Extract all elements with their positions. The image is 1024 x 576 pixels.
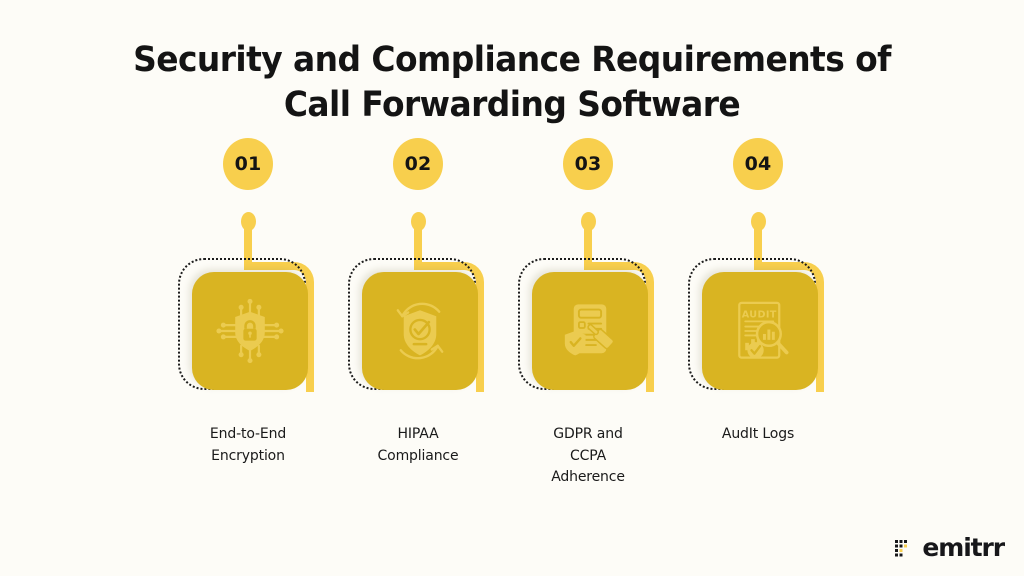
step-caption-2: HIPAA Compliance — [333, 424, 503, 467]
step-caption-4: AudIt Logs — [673, 424, 843, 446]
step-number-badge-2: 02 — [393, 138, 443, 190]
step-card-1 — [178, 258, 308, 390]
shield-lock-circuit-icon — [216, 298, 284, 364]
step-card-4: AUDIT — [688, 258, 818, 390]
connector-elbow-1 — [244, 262, 314, 392]
step-number-badge-4: 04 — [733, 138, 783, 190]
step-card-2 — [348, 258, 478, 390]
svg-text:AUDIT: AUDIT — [742, 310, 777, 321]
shield-check-refresh-icon — [396, 302, 444, 360]
connector-stub-2 — [414, 222, 422, 270]
step-caption-2-line-2: Compliance — [377, 447, 459, 464]
step-column-2: 02 — [290, 0, 546, 576]
page-title-line-2: Call Forwarding Software — [283, 84, 741, 125]
document-gavel-shield-icon — [564, 304, 615, 356]
brand-logo: emitrr — [895, 533, 1005, 562]
connector-stub-1 — [244, 222, 252, 270]
connector-elbow-3 — [584, 262, 654, 392]
step-caption-1-line-2: Encryption — [211, 447, 285, 464]
step-column-1: 01 — [120, 0, 376, 576]
step-number-badge-1: 01 — [223, 138, 273, 190]
emitrr-dot-matrix-icon — [895, 539, 908, 556]
step-caption-3-line-2: CCPA — [569, 447, 607, 464]
brand-logo-wordmark: emitrr — [922, 533, 1005, 562]
card-icon-tile-2 — [362, 272, 478, 390]
step-caption-2-line-1: HIPAA — [397, 426, 439, 442]
audit-report-magnifier-icon: AUDIT — [738, 301, 789, 359]
connector-elbow-2 — [414, 262, 484, 392]
card-icon-tile-4: AUDIT — [702, 272, 818, 390]
page-title-line-1: Security and Compliance Requirements of — [133, 40, 891, 80]
step-caption-1: End-to-End Encryption — [163, 424, 333, 467]
connector-stub-4 — [754, 222, 762, 270]
connector-elbow-4 — [754, 262, 824, 392]
step-caption-3-line-1: GDPR and — [553, 426, 623, 442]
step-caption-3-line-3: Adherence — [551, 469, 625, 486]
step-column-3: 03 — [460, 0, 716, 576]
step-caption-3: GDPR and CCPA Adherence — [503, 424, 673, 489]
step-number-badge-3: 03 — [563, 138, 613, 190]
step-caption-1-line-1: End-to-End — [209, 426, 287, 442]
step-card-3 — [518, 258, 648, 390]
step-column-4: 04 AUDIT — [630, 0, 886, 576]
card-icon-tile-1 — [192, 272, 308, 390]
page-title: Security and Compliance Requirements of … — [31, 38, 994, 128]
card-icon-tile-3 — [532, 272, 648, 390]
connector-stub-3 — [584, 222, 592, 270]
step-caption-4-line-1: AudIt Logs — [721, 426, 795, 442]
